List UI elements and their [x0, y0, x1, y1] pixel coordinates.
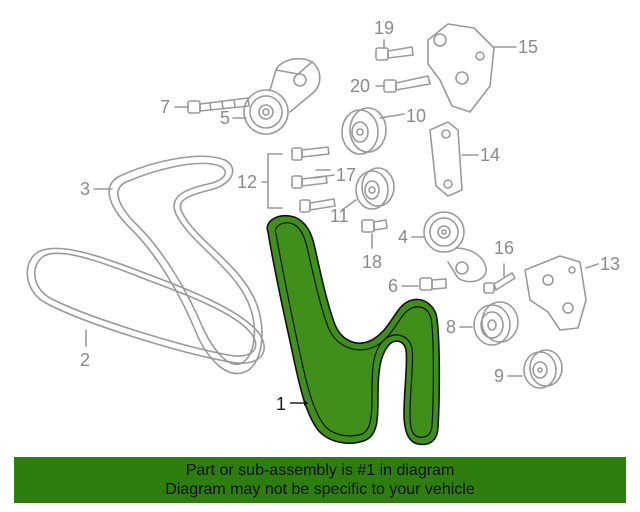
callout-3: 3	[80, 179, 90, 199]
idler-pulley-part-10[interactable]	[341, 107, 387, 155]
grooved-pulley-part-8[interactable]	[473, 301, 519, 346]
leader-lines	[85, 39, 599, 377]
idler-pulley-part-9[interactable]	[523, 349, 563, 389]
bracket-part-13[interactable]	[524, 255, 587, 331]
callout-labels: 1 2 3 4 5 6 7 8 9 10 11 12 13 14 15 16 1…	[80, 18, 620, 414]
tensioner-part-4[interactable]	[423, 211, 487, 283]
callout-18: 18	[362, 252, 382, 272]
bolt-part-20[interactable]	[383, 75, 431, 93]
callout-1-arrowhead	[304, 400, 308, 406]
callout-13: 13	[600, 254, 620, 274]
notice-line-1: Part or sub-assembly is #1 in diagram	[185, 462, 455, 479]
idler-pulley-part-11[interactable]	[355, 167, 395, 210]
bolt-part-19[interactable]	[375, 46, 414, 61]
callout-20: 20	[350, 76, 370, 96]
callout-5: 5	[220, 108, 230, 128]
bracket-part-15[interactable]	[427, 23, 495, 113]
callout-7: 7	[160, 97, 170, 117]
bolt-part-16[interactable]	[483, 272, 516, 294]
bolt-part-7[interactable]	[187, 97, 250, 114]
callout-15: 15	[518, 37, 538, 57]
callout-9: 9	[494, 366, 504, 386]
callout-19: 19	[374, 18, 394, 38]
callout-10: 10	[406, 106, 426, 126]
bolt-part-18[interactable]	[361, 219, 388, 233]
notice-line-2: Diagram may not be specific to your vehi…	[165, 481, 475, 498]
callout-11: 11	[330, 206, 349, 226]
callout-14: 14	[480, 145, 500, 165]
callout-8: 8	[446, 317, 456, 337]
tensioner-part-5[interactable]	[243, 58, 321, 135]
bracket-part-14[interactable]	[429, 121, 463, 197]
callout-1: 1	[276, 394, 286, 414]
callout-17: 17	[336, 165, 356, 185]
callout-4: 4	[398, 227, 408, 247]
bolts-part-12[interactable]	[261, 146, 336, 213]
belt-part-1[interactable]	[266, 214, 441, 446]
callout-12: 12	[237, 172, 257, 192]
callout-16: 16	[494, 238, 514, 258]
bolt-part-6[interactable]	[419, 277, 447, 291]
belt-part-3[interactable]	[108, 155, 263, 375]
notice-banner: Part or sub-assembly is #1 in diagram Di…	[14, 457, 626, 503]
belt-part-2[interactable]	[26, 247, 265, 364]
callout-6: 6	[388, 276, 398, 296]
callout-2: 2	[80, 350, 90, 370]
